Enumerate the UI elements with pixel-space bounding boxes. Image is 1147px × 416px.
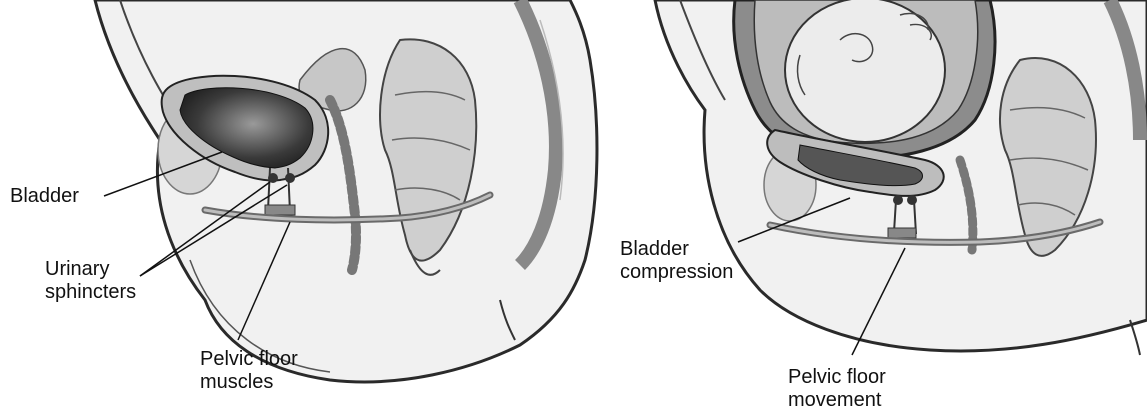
right-fetal-head <box>785 0 945 142</box>
label-bladder-compression: Bladder compression <box>620 238 733 284</box>
label-pelvic-floor-muscles: Pelvic floor muscles <box>200 348 298 394</box>
right-sphincter-band <box>888 228 916 238</box>
right-sphincter-1 <box>893 195 903 205</box>
label-bladder: Bladder <box>10 185 79 208</box>
label-urinary-sphincters: Urinary sphincters <box>45 258 136 304</box>
label-pelvic-floor-movement: Pelvic floor movement <box>788 366 886 412</box>
left-sphincter-band <box>265 205 295 215</box>
left-sphincter-2 <box>285 173 295 183</box>
right-sphincter-2 <box>907 195 917 205</box>
right-panel-figure <box>655 0 1147 355</box>
right-leg-line <box>1130 320 1140 355</box>
left-panel-figure <box>95 0 597 382</box>
